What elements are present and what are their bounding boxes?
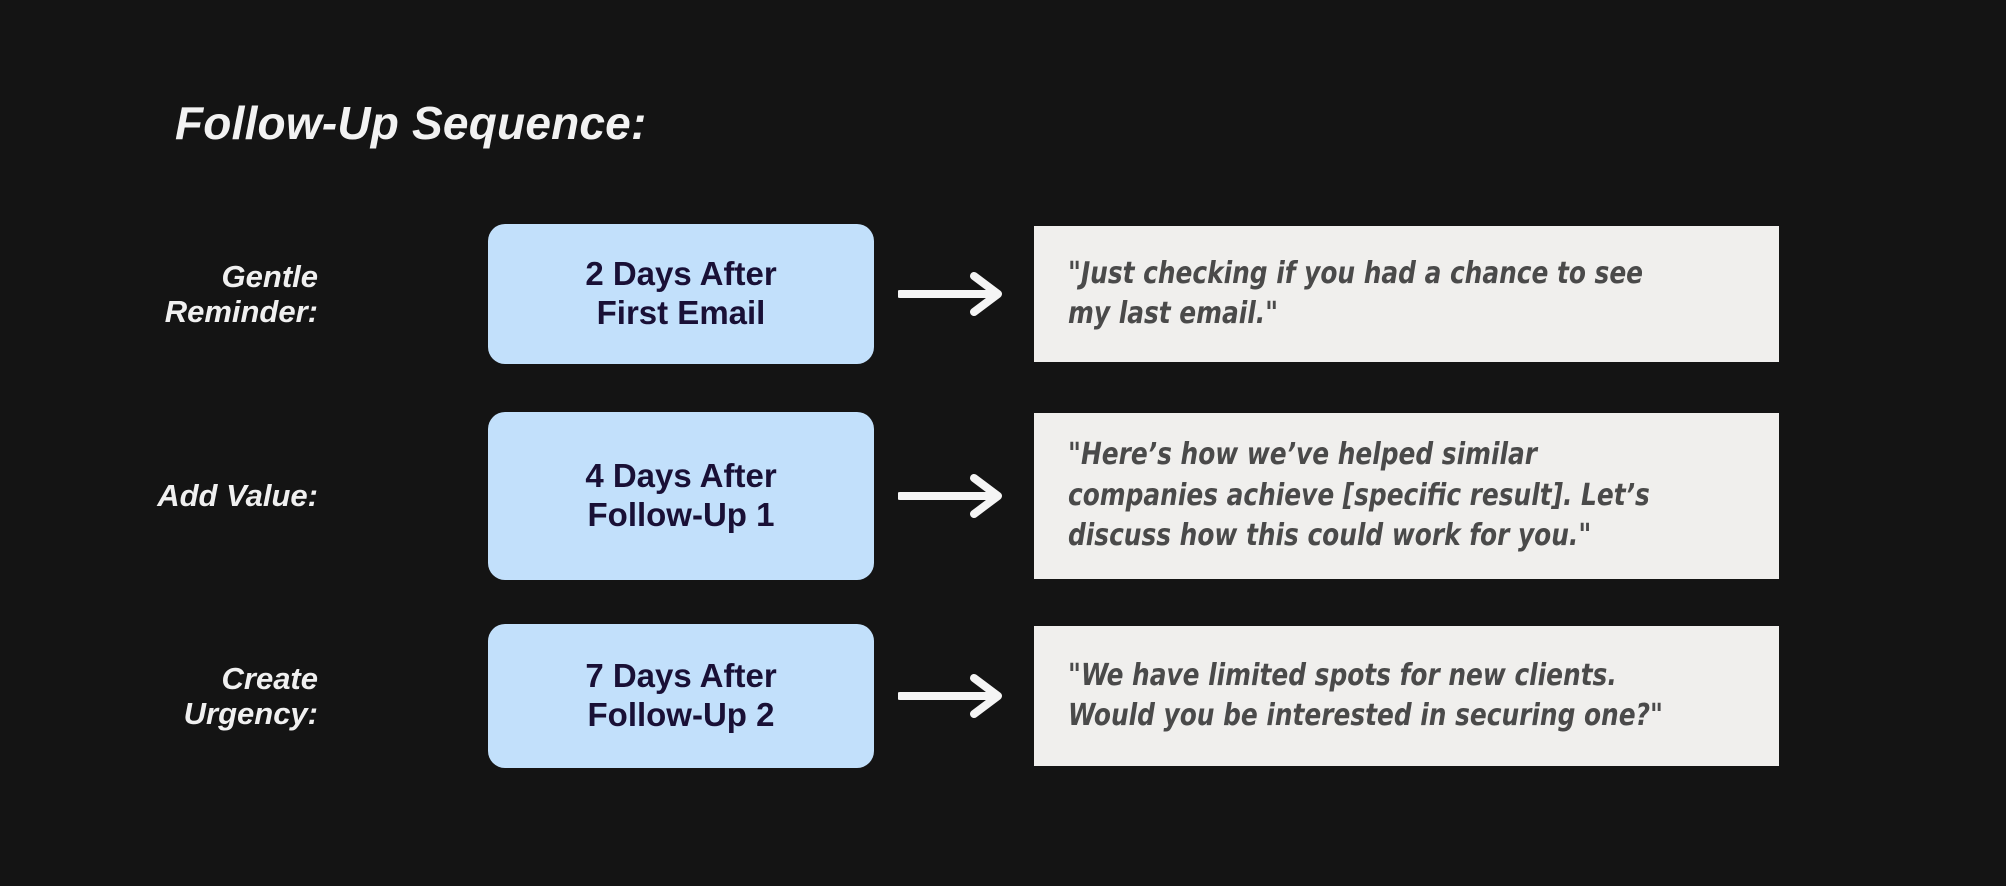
sequence-row: Create Urgency: 7 Days After Follow-Up 2…	[0, 622, 2006, 770]
quote-box-gentle-reminder: "Just checking if you had a chance to se…	[1034, 226, 1779, 362]
stage-label-create-urgency: Create Urgency:	[183, 660, 318, 731]
timing-box-create-urgency[interactable]: 7 Days After Follow-Up 2	[488, 624, 874, 768]
stage-label-add-value: Add Value:	[157, 478, 318, 514]
quote-box-add-value: "Here’s how we’ve helped similar compani…	[1034, 413, 1779, 579]
arrow-right-icon	[898, 271, 1010, 317]
quote-box-create-urgency: "We have limited spots for new clients. …	[1034, 626, 1779, 766]
sequence-row: Add Value: 4 Days After Follow-Up 1 "Her…	[0, 404, 2006, 588]
arrow-right-icon	[898, 473, 1010, 519]
timing-box-gentle-reminder[interactable]: 2 Days After First Email	[488, 224, 874, 364]
page-title: Follow-Up Sequence:	[175, 97, 647, 149]
sequence-row: Gentle Reminder: 2 Days After First Emai…	[0, 218, 2006, 370]
arrow-right-icon	[898, 673, 1010, 719]
quote-text: "Just checking if you had a chance to se…	[1068, 255, 1644, 332]
followup-sequence-list: Gentle Reminder: 2 Days After First Emai…	[0, 218, 2006, 770]
quote-text: "Here’s how we’ve helped similar compani…	[1068, 437, 1650, 554]
quote-text: "We have limited spots for new clients. …	[1068, 657, 1663, 734]
timing-box-add-value[interactable]: 4 Days After Follow-Up 1	[488, 412, 874, 580]
stage-label-gentle-reminder: Gentle Reminder:	[164, 258, 318, 329]
